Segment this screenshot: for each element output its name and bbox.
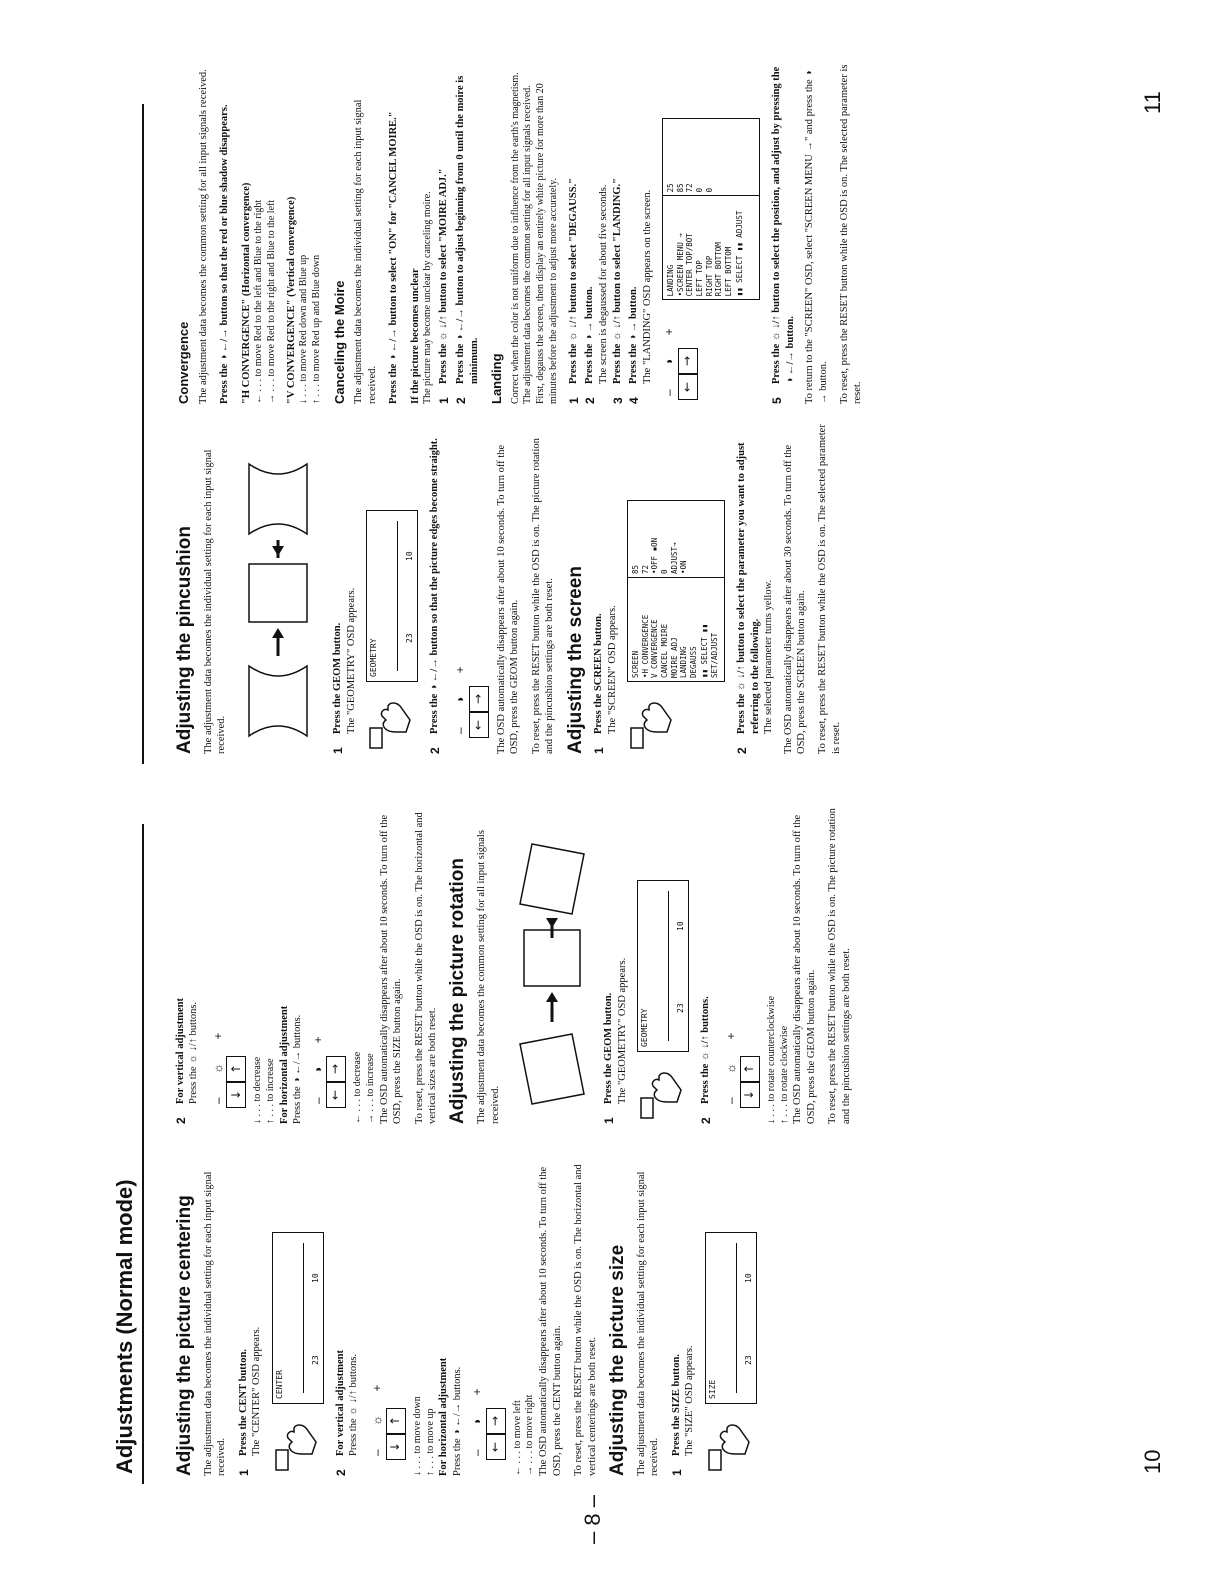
moire-title: Canceling the Moire bbox=[331, 280, 347, 404]
up-key[interactable]: ↑ bbox=[226, 1056, 247, 1082]
screen-osd: SCREEN •H CONVERGENCE V CONVERGENCE CANC… bbox=[627, 500, 726, 682]
size-osd: SIZE 23 10 bbox=[704, 1232, 757, 1404]
rotation-diagram bbox=[512, 794, 592, 1114]
right-key[interactable]: → bbox=[485, 1408, 506, 1434]
column-pincushion-screen: Adjusting the pincushion The adjustment … bbox=[174, 424, 842, 754]
header-rule bbox=[142, 824, 144, 1484]
right-page-number: 11 bbox=[1140, 91, 1165, 114]
center-osd: CENTER 23 10 bbox=[271, 1232, 324, 1404]
hand-press-icon bbox=[274, 1424, 317, 1471]
rotation-title: Adjusting the picture rotation bbox=[447, 858, 469, 1124]
down-key[interactable]: ↓ bbox=[385, 1434, 406, 1460]
left-key[interactable]: ← bbox=[677, 374, 698, 400]
geometry-osd: GEOMETRY 23 10 bbox=[366, 510, 419, 682]
header-rule-right bbox=[142, 104, 144, 764]
pincushion-title: Adjusting the pincushion bbox=[174, 526, 195, 754]
left-key[interactable]: ← bbox=[468, 712, 489, 738]
up-key[interactable]: ↑ bbox=[739, 1056, 760, 1082]
vertical-keys: – ☼ + ↓↑ bbox=[370, 1375, 406, 1460]
left-key[interactable]: ← bbox=[485, 1434, 506, 1460]
screen-title: Adjusting the screen bbox=[564, 566, 586, 754]
up-key[interactable]: ↑ bbox=[385, 1408, 406, 1434]
horizontal-keys: – ◑ + ←→ bbox=[470, 1378, 506, 1460]
page-footer: – 8 – bbox=[580, 1495, 605, 1544]
centering-step-1: 1 Press the CENT button.The "CENTER" OSD… bbox=[236, 1326, 263, 1476]
column-convergence-landing: Convergence The adjustment data becomes … bbox=[176, 64, 864, 404]
centering-figure: CENTER 23 10 bbox=[271, 1146, 324, 1472]
hand-press-icon bbox=[640, 1072, 682, 1119]
centering-intro: The adjustment data becomes the individu… bbox=[202, 1171, 228, 1476]
right-key[interactable]: → bbox=[468, 686, 489, 712]
pincushion-illustration bbox=[247, 462, 308, 738]
right-key[interactable]: → bbox=[326, 1056, 347, 1082]
left-page-number: 10 bbox=[1140, 1449, 1165, 1474]
down-key[interactable]: ↓ bbox=[226, 1082, 247, 1108]
right-key[interactable]: → bbox=[677, 348, 698, 374]
landing-title: Landing bbox=[488, 353, 504, 404]
centering-title: Adjusting the picture centering bbox=[174, 1195, 195, 1476]
landing-osd: LANDING •SCREEN MENU → CENTER TOP/BOT LE… bbox=[662, 118, 761, 301]
size-figure: SIZE 23 10 bbox=[704, 1146, 757, 1472]
down-key[interactable]: ↓ bbox=[739, 1082, 760, 1108]
convergence-title: Convergence bbox=[176, 321, 191, 404]
hand-press-icon bbox=[369, 702, 411, 749]
rotation-illustration bbox=[519, 843, 586, 1105]
page-header: Adjustments (Normal mode) bbox=[112, 1179, 137, 1474]
size-title: Adjusting the picture size bbox=[607, 1244, 628, 1476]
geometry-osd: GEOMETRY 23 10 bbox=[637, 880, 689, 1052]
column-centering-size: Adjusting the picture centering The adju… bbox=[168, 1146, 767, 1476]
hand-press-icon bbox=[630, 702, 673, 749]
left-key[interactable]: ← bbox=[326, 1082, 347, 1108]
hand-press-icon bbox=[707, 1424, 750, 1471]
